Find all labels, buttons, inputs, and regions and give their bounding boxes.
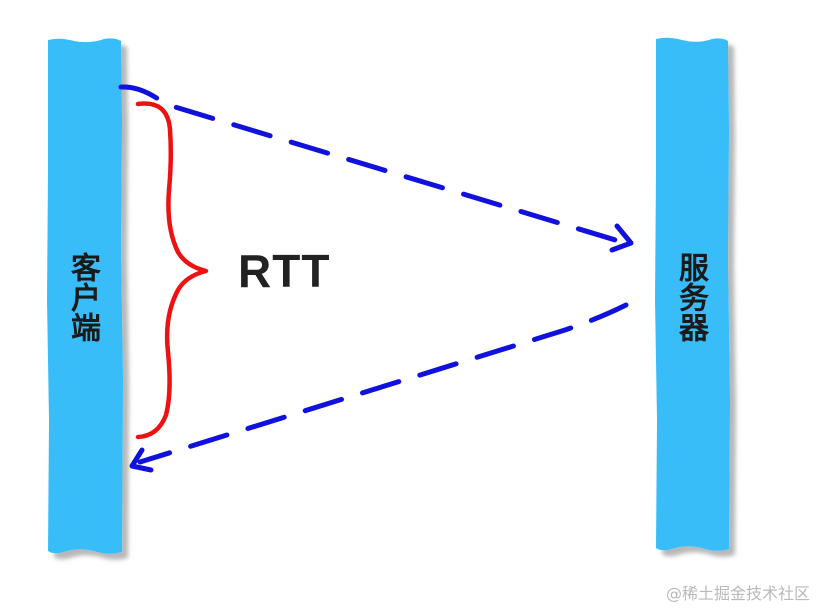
rtt-label: RTT — [238, 245, 331, 297]
rtt-brace — [135, 101, 209, 440]
server-timeline-bar — [655, 37, 730, 551]
response-arrow-head — [129, 447, 154, 473]
client-label: 客户端 — [65, 252, 100, 342]
response-arrow-line — [137, 302, 629, 465]
watermark-text: @稀土掘金技术社区 — [665, 584, 810, 603]
request-arrow-line — [118, 84, 625, 245]
client-timeline-bar — [47, 38, 123, 554]
request-arrow-head — [609, 223, 634, 253]
server-label: 服务器 — [673, 252, 708, 342]
